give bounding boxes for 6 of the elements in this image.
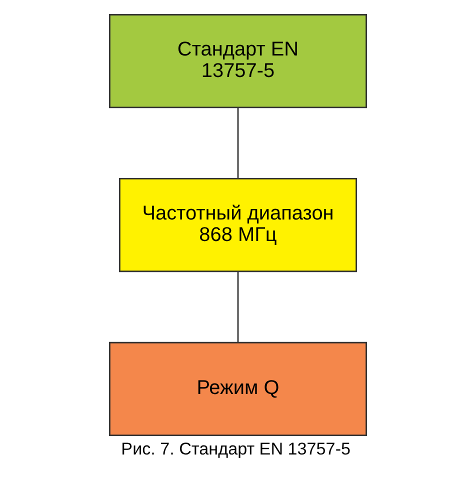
connector	[236, 271, 238, 342]
node-box: Стандарт EN 13757-5	[108, 14, 367, 108]
node-box: Режим Q	[108, 341, 367, 436]
node-box: Частотный диапазон 868 МГц	[118, 177, 357, 272]
connector	[236, 107, 238, 178]
caption: Рис. 7. Стандарт EN 13757-5	[120, 439, 350, 458]
